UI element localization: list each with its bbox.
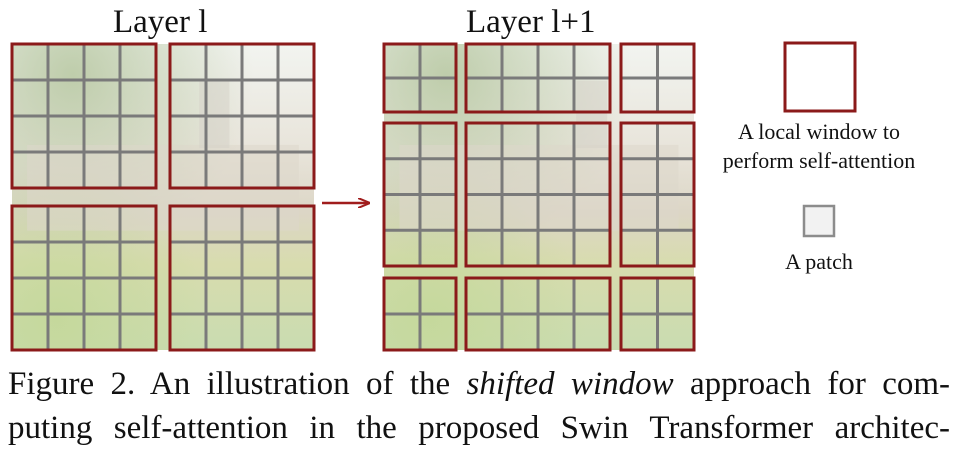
- layer-l-grid: [10, 42, 316, 352]
- window-right-7: [382, 276, 458, 352]
- legend-patch-swatch: [802, 204, 836, 238]
- window-left-2: [168, 42, 316, 190]
- layer-l-plus-1-title: Layer l+1: [466, 4, 596, 40]
- caption-prefix: Figure 2. An illustration of the: [8, 366, 467, 402]
- shifted-window-diagram: [10, 41, 857, 352]
- window-right-2: [464, 42, 612, 114]
- caption-emphasis: shifted window: [466, 366, 674, 402]
- window-right-4: [382, 121, 458, 268]
- legend-window-swatch: [783, 41, 857, 113]
- figure-caption: Figure 2. An illustration of the shifted…: [8, 362, 950, 450]
- window-right-8: [464, 276, 612, 352]
- window-right-9: [619, 276, 696, 352]
- legend-window-label-line1: A local window to: [738, 119, 900, 144]
- layer-l-title: Layer l: [113, 4, 208, 40]
- window-right-5: [464, 121, 612, 268]
- legend-patch-label: A patch: [785, 249, 853, 274]
- legend-window-label-line2: perform self-attention: [722, 147, 916, 173]
- window-right-6: [619, 121, 696, 268]
- caption-line2: puting self-attention in the proposed Sw…: [8, 410, 950, 446]
- window-left-1: [10, 42, 158, 190]
- window-right-1: [382, 42, 458, 114]
- layer-l-plus-1-grid: [382, 42, 696, 352]
- legend-window-label: A local window to perform self-attention: [698, 118, 940, 175]
- window-left-4: [168, 204, 316, 352]
- caption-suffix: approach for com-: [673, 366, 951, 402]
- window-left-3: [10, 204, 158, 352]
- window-right-3: [619, 42, 696, 114]
